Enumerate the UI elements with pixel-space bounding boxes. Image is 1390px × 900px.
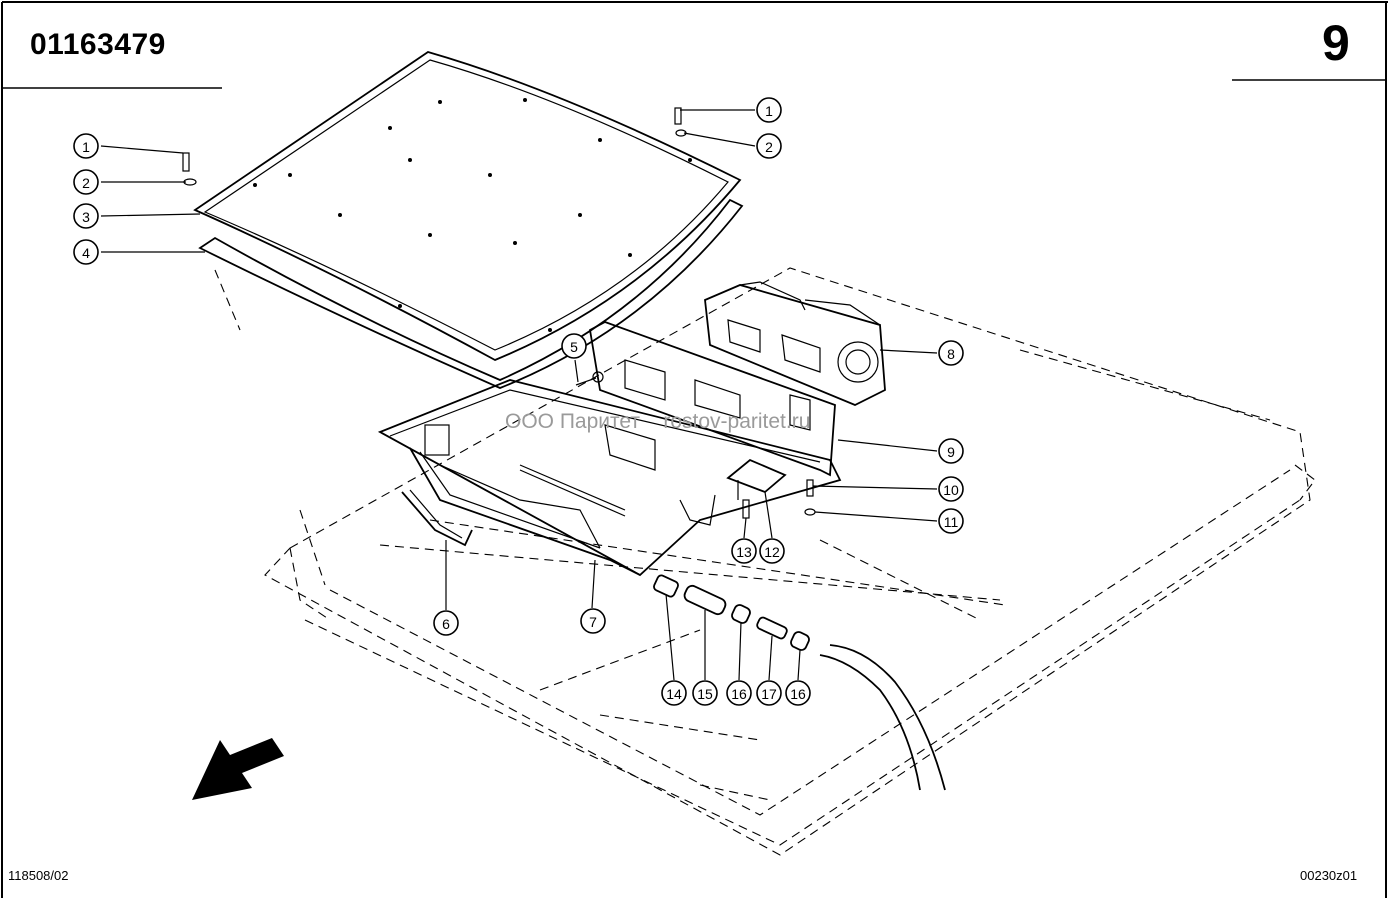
callout-label: 9	[947, 444, 955, 460]
callout-label: 13	[736, 544, 752, 560]
callout-1: 1	[756, 97, 782, 123]
callout-2: 2	[756, 133, 782, 159]
callout-label: 1	[82, 139, 90, 155]
callout-circle	[561, 333, 587, 359]
callout-label: 8	[947, 346, 955, 362]
callout-label: 5	[570, 339, 578, 355]
page-number: 9	[1322, 15, 1350, 71]
callout-8: 8	[938, 340, 964, 366]
callout-2: 2	[73, 169, 99, 195]
document-number: 01163479	[30, 28, 166, 61]
callout-16: 16	[726, 680, 752, 706]
callout-circle	[580, 608, 606, 634]
callout-3: 3	[73, 203, 99, 229]
callout-circle	[756, 97, 782, 123]
callout-16: 16	[785, 680, 811, 706]
callout-label: 3	[82, 209, 90, 225]
callout-label: 12	[764, 544, 780, 560]
callout-13: 13	[731, 538, 757, 564]
callout-label: 16	[731, 686, 747, 702]
callout-circle	[73, 133, 99, 159]
callout-label: 2	[765, 139, 773, 155]
callout-label: 2	[82, 175, 90, 191]
callout-10: 10	[938, 476, 964, 502]
mounting-plate	[589, 321, 836, 477]
callout-label: 16	[790, 686, 806, 702]
cover-bolt-holes	[253, 98, 692, 332]
callout-14: 14	[661, 680, 687, 706]
callout-circle	[756, 680, 782, 706]
callout-4: 4	[73, 239, 99, 265]
callout-circle	[661, 680, 687, 706]
callout-1: 1	[73, 133, 99, 159]
callout-label: 17	[761, 686, 777, 702]
callout-9: 9	[938, 438, 964, 464]
callout-12: 12	[759, 538, 785, 564]
callout-5: 5	[561, 333, 587, 359]
callout-circle	[73, 169, 99, 195]
seal-strip	[401, 489, 473, 547]
callout-circle	[938, 438, 964, 464]
drawing-reference-right: 00230z01	[1300, 868, 1358, 883]
callout-circle	[73, 239, 99, 265]
screw-10	[806, 479, 814, 497]
callout-circle	[433, 610, 459, 636]
callout-circle	[759, 538, 785, 564]
drawing-reference-left: 118508/02	[8, 868, 69, 883]
callout-circle	[726, 680, 752, 706]
callout-circle	[692, 680, 718, 706]
hose-fittings	[653, 574, 946, 791]
bracket	[726, 458, 787, 500]
callout-label: 4	[82, 245, 90, 261]
callout-label: 15	[697, 686, 713, 702]
cab-roof-outline	[214, 267, 1316, 856]
callout-circle	[938, 508, 964, 534]
callout-circle	[938, 476, 964, 502]
callout-7: 7	[580, 608, 606, 634]
callout-11: 11	[938, 508, 964, 534]
callout-6: 6	[433, 610, 459, 636]
callout-circle	[731, 538, 757, 564]
callout-label: 14	[666, 686, 682, 702]
heater-housing	[377, 379, 842, 577]
watermark-text: ООО Паритет rostov-paritet.ru	[505, 410, 811, 433]
callout-circle	[785, 680, 811, 706]
blower-fan	[704, 281, 886, 406]
callout-label: 11	[944, 514, 959, 530]
callout-circle	[938, 340, 964, 366]
cover-bolts	[182, 107, 687, 186]
callout-circle	[73, 203, 99, 229]
callout-17: 17	[756, 680, 782, 706]
leader-lines	[100, 109, 938, 681]
washer-11	[804, 508, 816, 516]
callout-label: 1	[765, 103, 773, 119]
callout-label: 6	[442, 616, 450, 632]
callout-15: 15	[692, 680, 718, 706]
forward-direction-arrow-icon	[192, 738, 284, 800]
callout-circle	[756, 133, 782, 159]
screw-13	[742, 499, 750, 519]
cover-panel	[193, 51, 742, 361]
screw-5	[575, 371, 604, 386]
callout-label: 7	[589, 614, 597, 630]
gasket	[198, 198, 744, 389]
callout-label: 10	[943, 482, 959, 498]
